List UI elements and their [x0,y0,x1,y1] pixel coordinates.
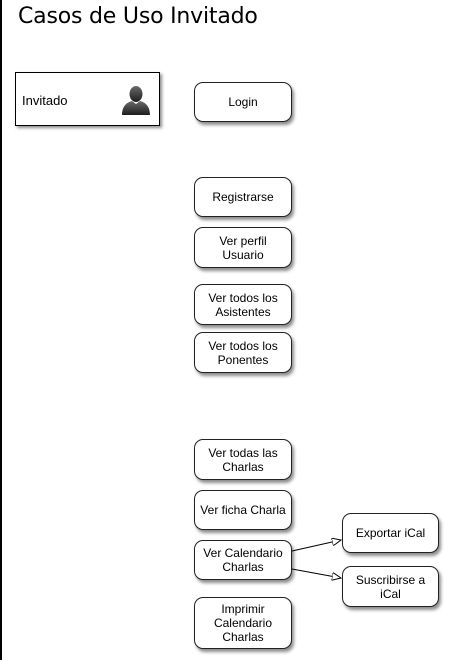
usecase-registrarse[interactable]: Registrarse [194,177,292,217]
usecase-ver-ficha-charla[interactable]: Ver ficha Charla [194,490,292,530]
arrow-to-exportar-ical [291,540,341,552]
usecase-ver-perfil-usuario[interactable]: Ver perfil Usuario [194,227,292,268]
diagram-title: Casos de Uso Invitado [18,4,258,29]
usecase-imprimir-calendario-charlas[interactable]: Imprimir Calendario Charlas [194,597,292,649]
user-silhouette-icon [122,86,150,115]
left-border-line [0,0,2,660]
usecase-ver-calendario-charlas[interactable]: Ver Calendario Charlas [194,540,292,580]
arrow-to-suscribirse-ical [291,568,341,578]
usecase-suscribirse-ical[interactable]: Suscribirse a iCal [342,566,439,607]
usecase-ver-todos-asistentes[interactable]: Ver todos los Asistentes [194,284,292,325]
usecase-login[interactable]: Login [194,82,292,122]
usecase-exportar-ical[interactable]: Exportar iCal [342,513,439,553]
usecase-ver-todas-charlas[interactable]: Ver todas las Charlas [194,439,292,480]
usecase-ver-todos-ponentes[interactable]: Ver todos los Ponentes [194,332,292,373]
actor-label: Invitado [22,93,68,108]
actor-invitado: Invitado [15,72,160,126]
